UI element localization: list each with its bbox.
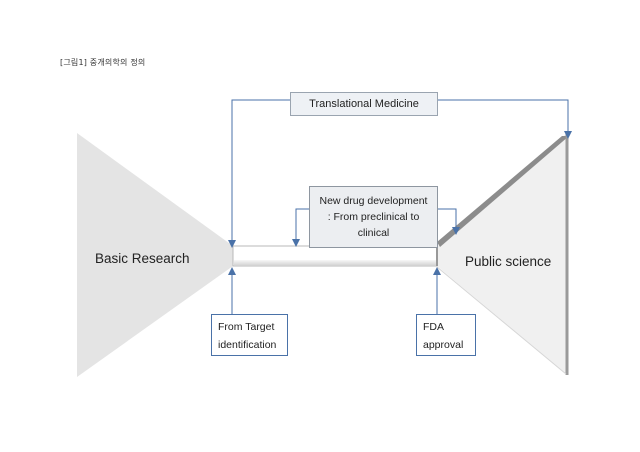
figure-caption: [그림1] 중개의학의 정의 bbox=[60, 58, 146, 67]
basic-research-funnel bbox=[77, 133, 233, 377]
new-drug-line-1: New drug development bbox=[319, 195, 428, 207]
fda-line-2: approval bbox=[423, 339, 464, 351]
public-science-funnel-fill bbox=[437, 133, 567, 375]
translational-loop-left bbox=[228, 99, 290, 248]
public-science-label: Public science bbox=[465, 254, 552, 269]
new-drug-development-box: New drug development : From preclinical … bbox=[309, 186, 438, 248]
fda-approval-box: FDA approval bbox=[416, 314, 476, 356]
new-drug-right-arrow bbox=[438, 208, 460, 235]
from-target-box: From Target identification bbox=[211, 314, 288, 356]
new-drug-line-3: clinical bbox=[357, 227, 390, 239]
from-target-line-2: identification bbox=[218, 339, 277, 351]
public-science-shadow-upper bbox=[437, 136, 569, 247]
basic-research-label: Basic Research bbox=[95, 251, 190, 266]
fda-line-1: FDA bbox=[423, 321, 444, 333]
from-target-line-1: From Target bbox=[218, 321, 275, 333]
new-drug-line-2: : From preclinical to bbox=[327, 211, 420, 223]
translational-loop-right bbox=[438, 99, 572, 139]
pipeline-bar-shadow bbox=[234, 260, 437, 266]
new-drug-left-arrow bbox=[292, 208, 309, 247]
public-science-lower-edge bbox=[436, 266, 567, 375]
translational-medicine-box: Translational Medicine bbox=[290, 92, 438, 116]
